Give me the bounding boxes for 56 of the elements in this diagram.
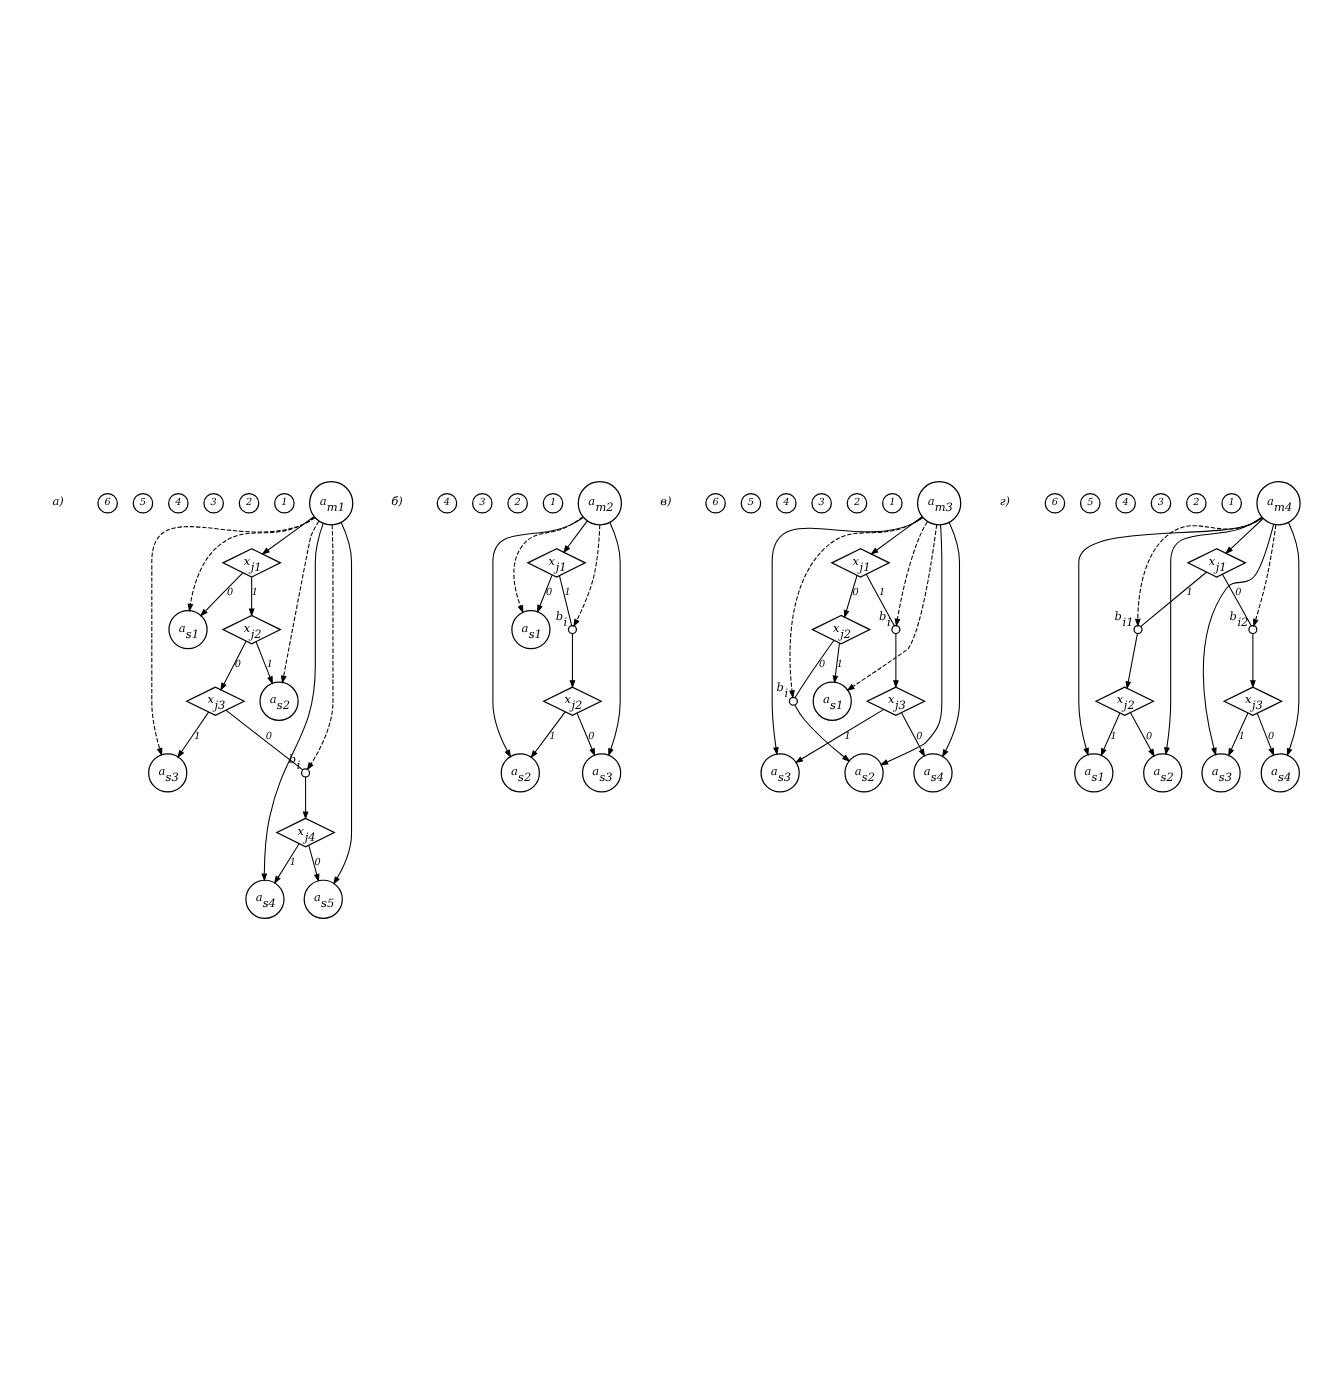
arrow	[248, 575, 255, 616]
arrow	[573, 523, 601, 627]
arrow	[492, 515, 584, 757]
arrow	[901, 711, 926, 757]
arrow	[1253, 523, 1277, 627]
arrow	[870, 515, 923, 554]
arrow	[261, 521, 324, 881]
arrow	[1224, 517, 1264, 554]
arrow	[1249, 632, 1256, 688]
arrow	[1078, 516, 1263, 756]
arrow	[892, 632, 899, 688]
node-circle	[567, 624, 578, 634]
arrow	[1164, 515, 1263, 755]
arrow	[220, 639, 247, 691]
arrow	[302, 775, 309, 819]
arrow	[879, 523, 943, 765]
arrow	[255, 640, 273, 684]
node-circle	[1248, 624, 1258, 634]
arrow	[199, 571, 244, 616]
arrow	[177, 710, 210, 758]
arrow	[537, 573, 553, 613]
arrow	[1130, 711, 1155, 757]
arrow	[846, 523, 938, 690]
arrow	[1228, 711, 1249, 756]
arrow	[569, 632, 576, 688]
node-circle	[891, 624, 901, 634]
connector	[1140, 570, 1207, 627]
arrow	[562, 519, 588, 553]
arrow	[1125, 632, 1138, 689]
arrow	[333, 521, 353, 884]
connector	[794, 638, 835, 698]
arrow	[280, 519, 320, 683]
arrow	[608, 521, 621, 756]
arrow	[832, 641, 841, 683]
arrow	[308, 843, 320, 882]
arrow	[894, 520, 928, 626]
arrow	[187, 515, 316, 612]
node-circle	[1133, 624, 1143, 634]
arrow	[151, 516, 316, 756]
arrow	[843, 573, 858, 618]
arrow	[576, 711, 596, 756]
connector	[558, 574, 573, 626]
node-circle	[788, 695, 798, 705]
arrow	[1202, 523, 1275, 755]
arrow	[794, 708, 884, 763]
arrow	[1256, 711, 1275, 756]
arrow	[261, 515, 315, 554]
arrow	[1100, 711, 1121, 756]
arrow	[1286, 521, 1300, 756]
arrow	[513, 515, 584, 613]
arrow	[941, 521, 961, 757]
arrow	[530, 710, 566, 758]
arrow	[794, 703, 851, 761]
arrow	[306, 523, 334, 770]
arrow	[273, 842, 300, 884]
arrow	[789, 515, 924, 698]
